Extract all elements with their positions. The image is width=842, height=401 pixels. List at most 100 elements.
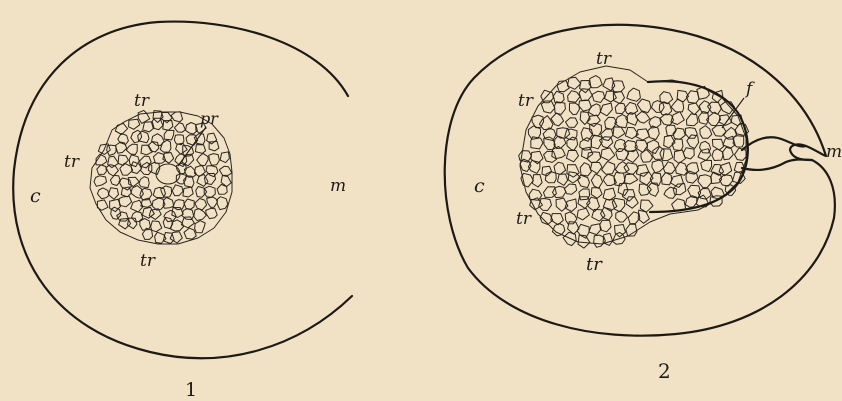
tissue-cell — [564, 128, 578, 141]
tissue-cell — [109, 198, 122, 213]
tissue-cell — [602, 187, 616, 201]
tissue-cell — [672, 183, 687, 196]
figure-1-number: 1 — [185, 379, 197, 401]
tissue-cell — [175, 173, 187, 185]
tissue-cell — [623, 162, 639, 175]
tissue-cell — [538, 198, 552, 211]
tissue-cell — [697, 148, 712, 161]
tissue-cell — [686, 134, 700, 149]
tissue-cell — [646, 182, 659, 197]
tissue-cell — [626, 87, 641, 102]
tissue-cell — [219, 151, 230, 164]
tissue-cell — [162, 120, 174, 131]
tissue-cell — [662, 161, 676, 174]
tissue-cell — [566, 76, 582, 90]
tissue-cell — [543, 186, 557, 198]
tissue-cell — [627, 211, 641, 225]
tissue-cell — [565, 150, 579, 163]
tissue-cell — [612, 90, 625, 105]
tissue-cell — [611, 197, 626, 213]
tissue-cell — [685, 162, 700, 175]
tissue-cell — [567, 171, 581, 184]
tissue-cell — [543, 136, 556, 151]
tissue-cell — [711, 89, 724, 103]
tissue-cell — [130, 185, 144, 199]
tissue-cell — [604, 116, 618, 130]
figure-2-label-m: m — [826, 142, 842, 162]
tissue-cell — [624, 126, 639, 140]
tissue-cell — [579, 137, 592, 151]
tissue-cell — [557, 173, 569, 186]
tissue-cell — [519, 158, 532, 172]
tissue-cell — [578, 188, 591, 201]
tissue-cell — [731, 171, 746, 184]
tissue-cell — [675, 161, 689, 176]
tissue-cell — [105, 164, 119, 177]
tissue-cell — [649, 172, 662, 187]
tissue-cell — [170, 111, 184, 123]
tissue-cell — [182, 186, 194, 198]
tissue-cell — [576, 223, 590, 239]
tissue-cell — [659, 91, 674, 105]
tissue-cell — [138, 176, 150, 189]
tissue-cell — [530, 136, 544, 150]
tissue-cell — [577, 196, 591, 209]
tissue-cell — [587, 151, 602, 164]
tissue-cell — [602, 77, 616, 92]
tissue-cell — [599, 102, 613, 117]
tissue-cell — [567, 221, 580, 235]
tissue-cell — [659, 148, 674, 162]
tissue-cell — [615, 148, 630, 161]
tissue-cell — [173, 122, 186, 133]
tissue-cell — [196, 174, 209, 187]
tissue-cell — [625, 112, 639, 126]
tissue-cell — [555, 197, 569, 212]
tissue-cell — [700, 159, 713, 173]
tissue-cell — [685, 170, 699, 184]
tissue-cell — [530, 150, 544, 165]
tissue-cell — [93, 175, 107, 187]
tissue-cell — [194, 144, 207, 154]
figure-1-pr-body — [155, 163, 181, 185]
tissue-cell — [130, 129, 143, 144]
tissue-cell — [553, 101, 566, 115]
tissue-cell — [183, 227, 197, 240]
tissue-cell — [151, 117, 164, 131]
tissue-cell — [142, 121, 155, 133]
tissue-cell — [588, 75, 603, 89]
tissue-cell — [684, 127, 698, 139]
tissue-cell — [173, 134, 185, 146]
tissue-cell — [614, 102, 627, 115]
tissue-cell — [195, 122, 207, 134]
tissue-cell — [665, 124, 677, 137]
tissue-cell — [116, 211, 129, 222]
tissue-cell — [141, 206, 155, 219]
tissue-cell — [623, 101, 639, 115]
tissue-cell — [639, 199, 654, 213]
tissue-cell — [591, 90, 606, 103]
tissue-cell — [194, 198, 208, 211]
tissue-cell — [550, 112, 565, 127]
tissue-cell — [613, 138, 627, 153]
tissue-cell — [204, 172, 217, 185]
tissue-cell — [577, 234, 591, 249]
tissue-cell — [551, 223, 566, 237]
tissue-cell — [734, 123, 750, 136]
figure-1-tissue-mass — [89, 109, 233, 245]
figure-1-label-pr: pr — [200, 109, 219, 128]
tissue-cell — [152, 186, 166, 199]
tissue-cell — [670, 98, 685, 113]
tissue-cell — [162, 197, 175, 209]
tissue-cell — [579, 162, 592, 177]
tissue-cell — [162, 152, 175, 164]
tissue-cell — [543, 150, 557, 163]
tissue-cell — [636, 98, 652, 114]
tissue-cell — [553, 161, 567, 175]
tissue-cell — [648, 116, 662, 129]
figure-2-label-c: c — [474, 175, 485, 197]
tissue-cell — [203, 185, 216, 198]
tissue-cell — [579, 111, 591, 125]
tissue-cell — [181, 208, 195, 220]
figure-2-tissue-mass — [518, 65, 750, 249]
tissue-cell — [130, 161, 142, 174]
